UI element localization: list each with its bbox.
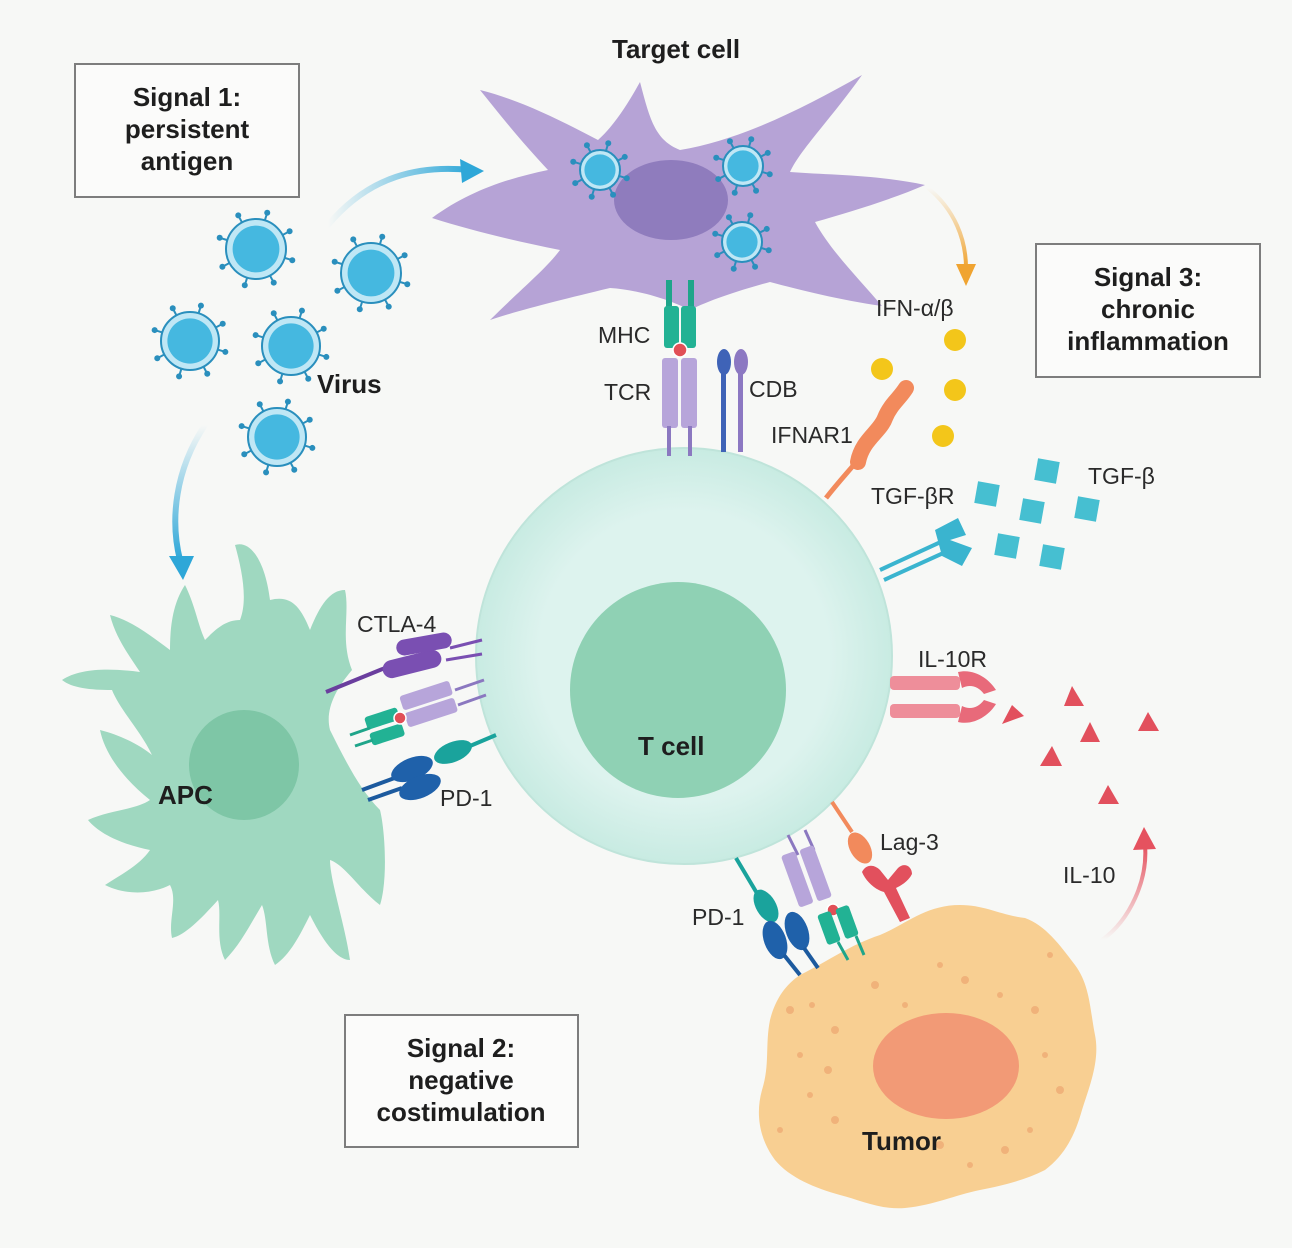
- tumor-mhc-tcr-complex: [781, 829, 866, 961]
- virus-particle: [570, 140, 630, 200]
- ifn-label: IFN-α/β: [876, 295, 954, 321]
- tgf-beta-receptor: [879, 518, 972, 582]
- tcr-molecule: [662, 358, 697, 456]
- apc-pd1-receptor: [361, 733, 497, 802]
- ifn-molecules: [871, 329, 966, 447]
- svg-text:inflammation: inflammation: [1067, 326, 1229, 356]
- tgf-beta-label: TGF-β: [1088, 463, 1155, 489]
- t-cell: [475, 447, 893, 865]
- ctla4-receptor: [325, 632, 483, 694]
- virus-particle: [252, 307, 330, 385]
- lag3-label: Lag-3: [880, 829, 939, 855]
- ctla4-label: CTLA-4: [357, 611, 436, 637]
- virus-particle: [331, 233, 411, 313]
- virus-label: Virus: [317, 369, 382, 399]
- virus-particle: [151, 302, 229, 380]
- tcr-label: TCR: [604, 379, 651, 405]
- tumor-pd1-receptor: [734, 856, 820, 977]
- svg-text:persistent: persistent: [125, 114, 250, 144]
- svg-text:antigen: antigen: [141, 146, 233, 176]
- svg-text:costimulation: costimulation: [376, 1097, 545, 1127]
- virus-particle: [238, 398, 316, 476]
- svg-text:negative: negative: [408, 1065, 514, 1095]
- apc-cell: [62, 544, 385, 965]
- t-cell-label: T cell: [638, 731, 704, 761]
- il10-molecules: [1002, 686, 1159, 804]
- tgf-beta-receptor-label: TGF-βR: [871, 483, 955, 509]
- tumor-pd1-label: PD-1: [692, 904, 744, 930]
- mhc-label: MHC: [598, 322, 650, 348]
- signal-1-box: Signal 1: persistent antigen: [74, 63, 300, 198]
- ifnar1-label: IFNAR1: [771, 422, 853, 448]
- svg-text:Signal 3:: Signal 3:: [1094, 262, 1202, 292]
- apc-pd1-label: PD-1: [440, 785, 492, 811]
- target-cell: [432, 75, 925, 320]
- svg-text:chronic: chronic: [1101, 294, 1195, 324]
- tumor-cell: [758, 905, 1097, 1209]
- svg-text:Signal 1:: Signal 1:: [133, 82, 241, 112]
- signal-3-box: Signal 3: chronic inflammation: [1035, 243, 1261, 378]
- il10-label: IL-10: [1063, 862, 1115, 888]
- lag3-receptor: [830, 800, 912, 922]
- signal-2-box: Signal 2: negative costimulation: [344, 1014, 579, 1148]
- apc-label: APC: [158, 780, 213, 810]
- tumor-label: Tumor: [862, 1126, 941, 1156]
- virus-particle: [712, 212, 772, 272]
- il10-receptor: [890, 671, 996, 723]
- arrow-target-to-ifn: [926, 186, 976, 286]
- arrow-virus-to-target: [325, 159, 484, 228]
- arrow-virus-to-apc: [169, 422, 208, 580]
- cd8-label: CDB: [749, 376, 798, 402]
- mhc-molecule: [664, 280, 696, 358]
- il10r-label: IL-10R: [918, 646, 987, 672]
- virus-particle: [713, 136, 773, 196]
- cd8-molecule: [717, 349, 748, 452]
- ifnar1-receptor: [824, 380, 914, 500]
- target-cell-label: Target cell: [612, 34, 740, 64]
- arrow-tumor-to-il10: [1100, 827, 1156, 942]
- virus-particle: [216, 209, 296, 289]
- svg-text:Signal 2:: Signal 2:: [407, 1033, 515, 1063]
- apc-mhc-tcr-complex: [349, 678, 487, 748]
- tgf-beta-molecules: [974, 458, 1100, 570]
